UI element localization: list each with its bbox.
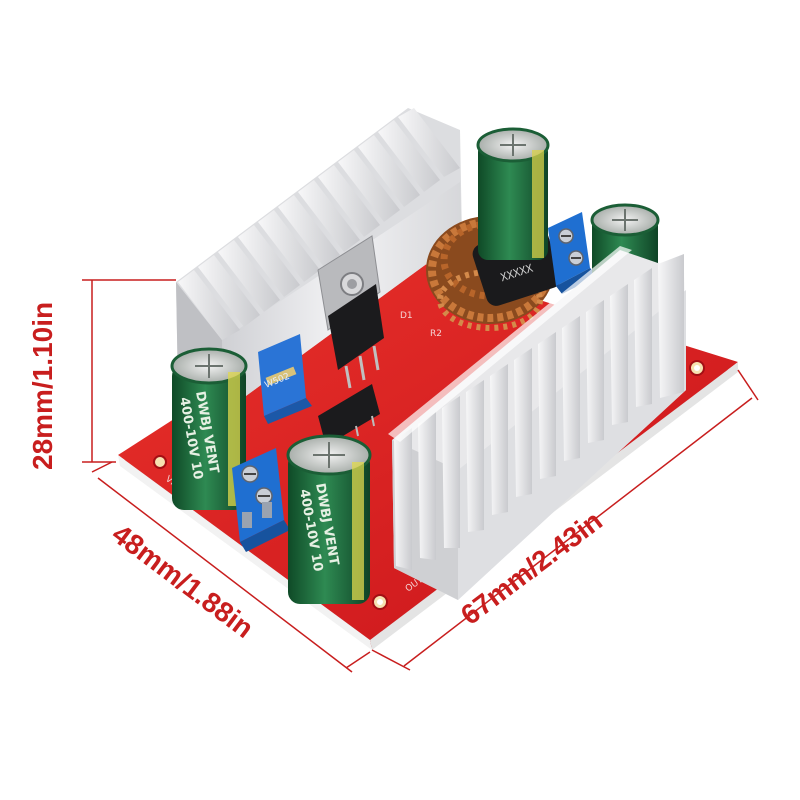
input-terminal-block bbox=[232, 448, 290, 552]
height-label: 28mm/1.10in bbox=[27, 302, 58, 470]
capacitor-rear-left bbox=[476, 127, 550, 260]
trim-potentiometer: W502 bbox=[258, 334, 312, 424]
rear-heatsink-fins bbox=[178, 108, 460, 340]
svg-text:D1: D1 bbox=[400, 311, 413, 321]
width-dimension bbox=[371, 369, 759, 671]
front-heatsink bbox=[388, 246, 686, 600]
depth-dimension bbox=[91, 461, 371, 673]
front-heatsink-fins bbox=[394, 254, 684, 570]
svg-text:R2: R2 bbox=[430, 329, 442, 339]
capacitor-front-center: DWBJ VENT 400-10V 10 bbox=[286, 434, 372, 604]
mosfet-transistor bbox=[317, 235, 384, 389]
